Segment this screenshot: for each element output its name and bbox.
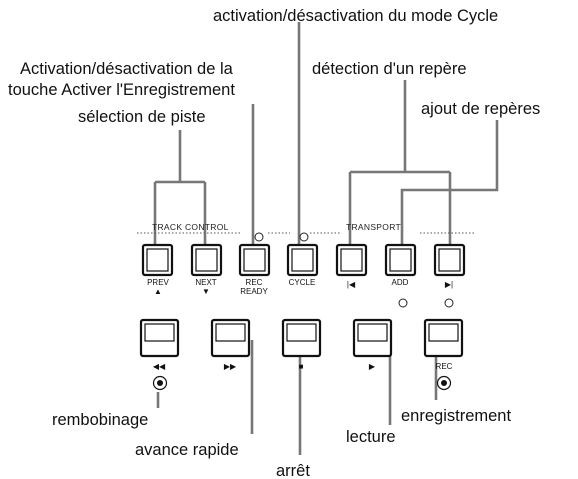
stop-icon: ■ bbox=[299, 362, 304, 371]
caption-record: enregistrement bbox=[401, 407, 511, 425]
down-arrow-icon: ▼ bbox=[202, 287, 210, 296]
rec-ready-label-line2: READY bbox=[240, 287, 268, 296]
marker-prev-icon: |◀ bbox=[347, 280, 356, 289]
rewind-icon: ◀◀ bbox=[153, 362, 166, 371]
fast-forward-button[interactable] bbox=[210, 318, 251, 358]
caption-play: lecture bbox=[346, 428, 396, 446]
rewind-button[interactable] bbox=[139, 318, 180, 358]
rec-ready-led bbox=[254, 232, 264, 242]
prev-button[interactable] bbox=[141, 243, 174, 277]
transport-label: TRANSPORT bbox=[346, 222, 401, 232]
marker-next-button[interactable] bbox=[433, 243, 466, 277]
caption-rec-ready-line2: touche Activer l'Enregistrement bbox=[8, 81, 235, 99]
prev-label: PREV bbox=[147, 278, 169, 287]
caption-track-select: sélection de piste bbox=[78, 108, 206, 126]
caption-cycle: activation/désactivation du mode Cycle bbox=[213, 7, 498, 25]
next-label: NEXT bbox=[195, 278, 216, 287]
caption-rewind: rembobinage bbox=[52, 411, 148, 429]
leader-lines bbox=[153, 22, 499, 455]
next-button[interactable] bbox=[190, 243, 223, 277]
record-button[interactable] bbox=[423, 318, 464, 358]
marker-prev-button[interactable] bbox=[335, 243, 368, 277]
caption-rec-ready-line1: Activation/désactivation de la bbox=[20, 60, 234, 78]
stop-button[interactable] bbox=[281, 318, 322, 358]
caption-add-markers: ajout de repères bbox=[421, 100, 540, 118]
rec-ready-label-line1: REC bbox=[246, 278, 263, 287]
rec-ready-button[interactable] bbox=[238, 243, 271, 277]
play-led bbox=[398, 298, 408, 308]
cycle-label: CYCLE bbox=[289, 278, 316, 287]
cycle-led bbox=[299, 232, 309, 242]
caption-stop: arrêt bbox=[276, 462, 310, 479]
marker-next-icon: ▶| bbox=[445, 280, 453, 289]
fast-forward-icon: ▶▶ bbox=[224, 362, 237, 371]
rewind-jog-icon bbox=[152, 375, 168, 391]
record-jog-icon bbox=[436, 375, 452, 391]
play-button[interactable] bbox=[352, 318, 393, 358]
add-marker-button[interactable] bbox=[384, 243, 417, 277]
caption-marker-detect: détection d'un repère bbox=[312, 60, 467, 78]
record-label: REC bbox=[436, 362, 453, 371]
play-icon: ▶ bbox=[369, 362, 376, 371]
add-label: ADD bbox=[392, 278, 409, 287]
up-arrow-icon: ▲ bbox=[154, 287, 162, 296]
rec-led bbox=[444, 298, 454, 308]
caption-fast-forward: avance rapide bbox=[135, 441, 239, 459]
cycle-button[interactable] bbox=[286, 243, 319, 277]
track-control-label: TRACK CONTROL bbox=[152, 222, 229, 232]
